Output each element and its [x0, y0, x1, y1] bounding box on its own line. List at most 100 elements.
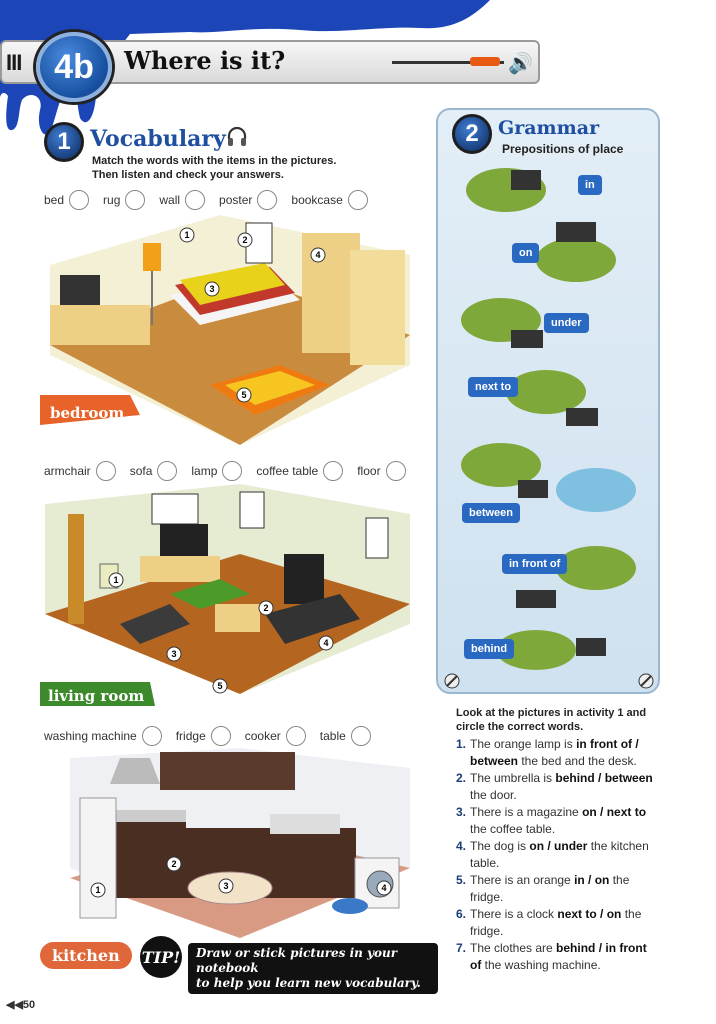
page-title: Where is it? — [124, 46, 286, 75]
item-text: The clothes are behind / in front of the… — [470, 940, 656, 974]
bedroom-illustration: bedroom 1 2 3 4 5 — [40, 215, 410, 445]
answer-circle[interactable] — [257, 190, 278, 210]
answer-circle[interactable] — [125, 190, 146, 210]
preposition-in: in — [578, 175, 602, 195]
exercise-item: 7.The clothes are behind / in front of t… — [456, 940, 656, 974]
instruction-line: Match the words with the items in the pi… — [92, 155, 337, 167]
word-item: table — [320, 726, 371, 746]
vocabulary-title: Vocabulary — [90, 126, 226, 152]
word-label: wall — [159, 193, 181, 207]
answer-circle[interactable] — [157, 461, 178, 481]
tip-text: Draw or stick pictures in your notebook … — [188, 943, 438, 994]
word-item: armchair — [44, 461, 116, 481]
marker-label: 4 — [323, 638, 328, 648]
living-room-illustration: living room 1 2 3 4 5 — [40, 484, 410, 706]
preposition-next-to: next to — [468, 377, 519, 397]
instruction-line: Look at the pictures in activity 1 and — [456, 707, 647, 719]
item-text-end: the fridge. — [470, 873, 630, 904]
grammar-subtitle: Prepositions of place — [502, 142, 624, 156]
exercise-item: 3.There is a magazine on / next to the c… — [456, 804, 656, 838]
preposition-in-front-of: in front of — [502, 554, 568, 574]
word-item: floor — [357, 461, 406, 481]
answer-circle[interactable] — [210, 726, 231, 746]
marker-label: 2 — [263, 603, 268, 613]
marker-label: 4 — [381, 883, 386, 893]
item-text-end: the kitchen table. — [470, 839, 649, 870]
audio-track[interactable] — [392, 61, 504, 64]
item-text-start: The clothes are — [470, 941, 557, 955]
item-number: 6. — [456, 907, 467, 921]
item-text: There is a magazine on / next to the cof… — [470, 804, 656, 838]
word-label: coffee table — [256, 464, 319, 478]
exercise-list: 1.The orange lamp is in front of / betwe… — [456, 736, 656, 974]
kitchen-word-row: washing machine fridge cooker table — [44, 726, 385, 746]
cap-under — [461, 298, 543, 348]
answer-circle[interactable] — [141, 726, 162, 746]
choice-words[interactable]: in front of / between — [470, 737, 639, 768]
word-label: washing machine — [44, 729, 137, 743]
exercise-item: 5.There is an orange in / on the fridge. — [456, 872, 656, 906]
item-text-start: The umbrella is — [470, 771, 556, 785]
marker-label: 2 — [171, 859, 176, 869]
section-number-2: 2 — [452, 114, 492, 154]
choice-words[interactable]: behind / in front of — [470, 941, 647, 972]
item-text-end: the fridge. — [470, 907, 642, 938]
tip-line: to help you learn new vocabulary. — [196, 976, 421, 990]
vocabulary-instructions: Match the words with the items in the pi… — [92, 154, 336, 182]
answer-circle[interactable] — [185, 190, 206, 210]
answer-circle[interactable] — [323, 461, 344, 481]
marker-label: 3 — [209, 284, 214, 294]
header-stripes: III — [6, 50, 22, 75]
item-number: 2. — [456, 771, 467, 785]
preposition-under: under — [544, 313, 589, 333]
word-label: poster — [219, 193, 253, 207]
word-item: bed — [44, 190, 90, 210]
answer-circle[interactable] — [347, 190, 368, 210]
exercise-item: 6.There is a clock next to / on the frid… — [456, 906, 656, 940]
preposition-between: between — [462, 503, 521, 523]
word-item: washing machine — [44, 726, 162, 746]
instruction-line: circle the correct words. — [456, 721, 584, 733]
word-item: bookcase — [291, 190, 368, 210]
choice-words[interactable]: on / under — [529, 839, 588, 853]
item-text-start: There is a magazine — [470, 805, 583, 819]
marker-label: 5 — [217, 681, 222, 691]
speaker-icon[interactable]: 🔊 — [508, 51, 533, 75]
item-text-end: the coffee table. — [470, 822, 556, 836]
answer-circle[interactable] — [69, 190, 90, 210]
marker-label: 5 — [241, 390, 246, 400]
word-item: coffee table — [256, 461, 344, 481]
word-item: fridge — [176, 726, 231, 746]
cap-on — [536, 222, 616, 282]
tip-line: Draw or stick pictures in your notebook — [196, 946, 398, 975]
exercise-instructions: Look at the pictures in activity 1 and c… — [456, 706, 656, 734]
word-label: cooker — [244, 729, 281, 743]
item-number: 1. — [456, 737, 467, 751]
audio-progress-knob[interactable] — [470, 57, 500, 66]
choice-words[interactable]: on / next to — [582, 805, 647, 819]
item-number: 7. — [456, 941, 467, 955]
word-label: armchair — [44, 464, 91, 478]
instruction-line: Then listen and check your answers. — [92, 169, 284, 181]
item-number: 5. — [456, 873, 467, 887]
page-number-value: 50 — [22, 999, 36, 1011]
item-text-start: The dog is — [470, 839, 530, 853]
answer-circle[interactable] — [222, 461, 243, 481]
word-label: lamp — [191, 464, 218, 478]
back-arrows-icon[interactable]: ◀◀ — [6, 999, 23, 1011]
choice-words[interactable]: behind / between — [555, 771, 653, 785]
item-text: There is an orange in / on the fridge. — [470, 872, 656, 906]
answer-circle[interactable] — [95, 461, 116, 481]
answer-circle[interactable] — [350, 726, 371, 746]
room-label: living room — [48, 687, 144, 705]
word-label: sofa — [129, 464, 153, 478]
headphones-icon[interactable] — [226, 126, 248, 148]
item-text-end: the door. — [470, 788, 517, 802]
word-item: rug — [103, 190, 146, 210]
choice-words[interactable]: next to / on — [557, 907, 622, 921]
choice-words[interactable]: in / on — [574, 873, 610, 887]
answer-circle[interactable] — [385, 461, 406, 481]
answer-circle[interactable] — [285, 726, 306, 746]
cap-in — [466, 168, 546, 212]
word-item: wall — [159, 190, 206, 210]
